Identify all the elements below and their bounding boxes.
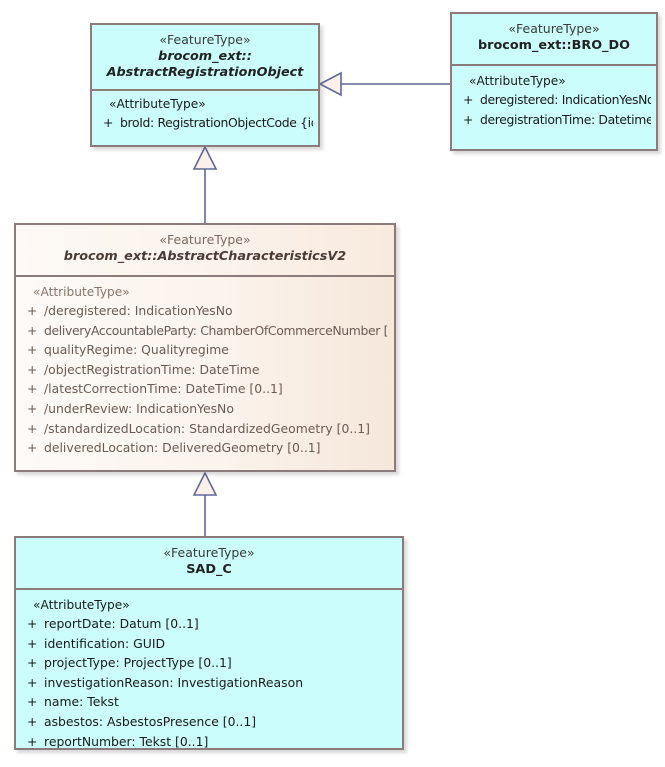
class-stereotype: «FeatureType» — [508, 21, 600, 36]
attribute-row: + broId: RegistrationObjectCode {id} — [97, 113, 313, 133]
generalization-abstractcharacteristicsv2-to-abstractregistrationobject — [192, 145, 218, 223]
attribute-row: + identification: GUID — [21, 634, 397, 654]
attribute-row: + reportNumber: Tekst [0..1] — [21, 732, 397, 749]
attribute-row: + qualityRegime: Qualityregime — [21, 340, 389, 360]
attribute-signature: /underReview: IndicationYesNo — [44, 400, 234, 416]
attribute-signature: broId: RegistrationObjectCode {id} — [120, 115, 313, 130]
attribute-row: + deliveredLocation: DeliveredGeometry [… — [21, 438, 389, 458]
attribute-signature: qualityRegime: Qualityregime — [44, 342, 229, 358]
class-name: SAD_C — [186, 561, 232, 577]
attribute-visibility: + — [27, 303, 38, 318]
attribute-visibility: + — [27, 381, 38, 397]
attribute-visibility: + — [27, 440, 38, 456]
attribute-visibility: + — [27, 420, 38, 436]
attribute-signature: /objectRegistrationTime: DateTime — [44, 361, 260, 377]
class-attributes-compartment: «AttributeType» + deregistered: Indicati… — [452, 66, 656, 149]
attribute-compartment-stereotype: «AttributeType» — [469, 74, 566, 88]
class-attributes-compartment: «AttributeType» + /deregistered: Indicat… — [16, 277, 394, 470]
class-box-abstract-characteristics-v2[interactable]: «FeatureType» brocom_ext::AbstractCharac… — [14, 223, 396, 472]
class-header-bro-do: «FeatureType» brocom_ext::BRO_DO — [452, 14, 656, 66]
attribute-row: + projectType: ProjectType [0..1] — [21, 653, 397, 673]
class-stereotype: «FeatureType» — [159, 32, 251, 47]
attribute-visibility: + — [27, 674, 38, 690]
attribute-signature: deregistered: IndicationYesNo — [480, 92, 651, 107]
attribute-visibility: + — [27, 713, 38, 729]
attribute-visibility: + — [463, 92, 474, 107]
class-header-sad-c: «FeatureType» SAD_C — [16, 538, 402, 590]
class-header-abstract-registration-object: «FeatureType» brocom_ext:: AbstractRegis… — [92, 25, 318, 91]
attribute-signature: reportNumber: Tekst [0..1] — [44, 733, 209, 749]
generalization-sadc-to-abstractcharacteristicsv2 — [192, 471, 218, 536]
attribute-row: + asbestos: AsbestosPresence [0..1] — [21, 712, 397, 732]
class-name: brocom_ext:: AbstractRegistrationObject — [106, 48, 304, 81]
class-name: brocom_ext::AbstractCharacteristicsV2 — [63, 248, 347, 264]
attribute-visibility: + — [27, 694, 38, 710]
generalization-brodo-to-abstractregistrationobject — [318, 71, 450, 97]
attribute-signature: /latestCorrectionTime: DateTime [0..1] — [44, 381, 283, 397]
attribute-visibility: + — [27, 635, 38, 651]
class-stereotype: «FeatureType» — [163, 545, 255, 560]
attribute-visibility: + — [103, 115, 114, 130]
attribute-signature: reportDate: Datum [0..1] — [44, 616, 199, 631]
attribute-visibility: + — [27, 361, 38, 377]
attribute-visibility: + — [27, 342, 38, 358]
attribute-signature: asbestos: AsbestosPresence [0..1] — [44, 713, 257, 729]
class-box-sad-c[interactable]: «FeatureType» SAD_C «AttributeType» + re… — [14, 536, 404, 750]
attribute-row: + name: Tekst — [21, 692, 397, 712]
attribute-signature: deregistrationTime: Datetime — [480, 111, 651, 127]
class-stereotype: «FeatureType» — [159, 232, 251, 247]
attribute-row: + /deregistered: IndicationYesNo — [21, 301, 389, 321]
attribute-row: + deregistered: IndicationYesNo — [457, 90, 651, 110]
attribute-visibility: + — [27, 616, 38, 631]
attribute-row: + reportDate: Datum [0..1] — [21, 614, 397, 634]
attribute-visibility: + — [463, 111, 474, 127]
class-attributes-compartment: «AttributeType» + reportDate: Datum [0..… — [16, 590, 402, 748]
attribute-compartment-stereotype: «AttributeType» — [33, 285, 130, 299]
attribute-visibility: + — [27, 400, 38, 416]
attribute-visibility: + — [27, 322, 38, 338]
attribute-signature: name: Tekst — [44, 694, 119, 710]
attribute-signature: deliveryAccountableParty: ChamberOfComme… — [44, 322, 389, 338]
class-box-bro-do[interactable]: «FeatureType» brocom_ext::BRO_DO «Attrib… — [450, 12, 658, 151]
attribute-row: + /underReview: IndicationYesNo — [21, 399, 389, 419]
attribute-signature: identification: GUID — [44, 635, 166, 651]
attribute-visibility: + — [27, 655, 38, 671]
attribute-signature: /standardizedLocation: StandardizedGeome… — [44, 420, 370, 436]
attribute-signature: /deregistered: IndicationYesNo — [44, 303, 233, 318]
attribute-row: + investigationReason: InvestigationReas… — [21, 673, 397, 693]
attribute-signature: deliveredLocation: DeliveredGeometry [0.… — [44, 440, 321, 456]
attribute-compartment-stereotype: «AttributeType» — [33, 598, 130, 612]
attribute-row: + /latestCorrectionTime: DateTime [0..1] — [21, 379, 389, 399]
attribute-row: + /standardizedLocation: StandardizedGeo… — [21, 419, 389, 439]
attribute-visibility: + — [27, 733, 38, 749]
attribute-signature: investigationReason: InvestigationReason — [44, 674, 304, 690]
attribute-row: + deregistrationTime: Datetime — [457, 110, 651, 130]
class-attributes-compartment: «AttributeType» + broId: RegistrationObj… — [92, 91, 318, 145]
class-header-abstract-characteristics-v2: «FeatureType» brocom_ext::AbstractCharac… — [16, 225, 394, 277]
attribute-row: + deliveryAccountableParty: ChamberOfCom… — [21, 321, 389, 341]
class-box-abstract-registration-object[interactable]: «FeatureType» brocom_ext:: AbstractRegis… — [90, 23, 320, 147]
attribute-signature: projectType: ProjectType [0..1] — [44, 655, 232, 671]
class-name: brocom_ext::BRO_DO — [477, 37, 631, 53]
attribute-compartment-stereotype: «AttributeType» — [109, 97, 206, 111]
attribute-row: + /objectRegistrationTime: DateTime — [21, 360, 389, 380]
